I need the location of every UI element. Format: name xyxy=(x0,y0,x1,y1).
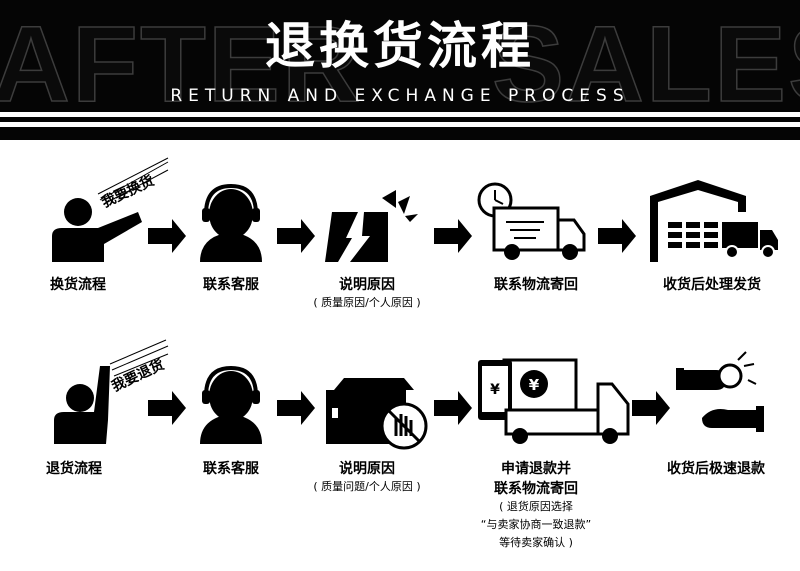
speech-bubble-exchange: 我要换货 xyxy=(99,172,157,211)
step-label-contact-service: 联系客服 xyxy=(203,461,259,477)
arrow-right-icon xyxy=(598,219,636,253)
step-label-ship-back: 联系物流寄回 xyxy=(494,481,578,497)
refund-devices-truck-icon: ¥ ¥ xyxy=(478,358,630,444)
warehouse-truck-icon xyxy=(650,180,778,262)
step-note-reason: ( 质量问题/个人原因 ) xyxy=(313,480,421,493)
headset-agent-icon xyxy=(200,365,262,444)
step-label-apply-refund: 申请退款并 xyxy=(501,461,571,477)
person-pointing-icon xyxy=(52,157,169,262)
banner-stripe xyxy=(0,112,800,117)
arrow-right-icon xyxy=(148,391,186,425)
step-note-reason: ( 质量原因/个人原因 ) xyxy=(313,296,421,309)
banner-watermark-left: AFTER xyxy=(0,3,362,124)
step-label-contact-service: 联系客服 xyxy=(203,277,259,293)
arrow-right-icon xyxy=(148,219,186,253)
step-note-negotiated-refund: “与卖家协商一致退款” xyxy=(480,518,592,531)
arrow-right-icon xyxy=(277,219,315,253)
delivery-truck-clock-icon xyxy=(477,182,586,260)
package-rejected-icon xyxy=(326,378,428,450)
arrow-right-icon xyxy=(434,391,472,425)
step-note-await-confirm: 等待卖家确认 ) xyxy=(499,536,573,549)
step-label-ship-back: 联系物流寄回 xyxy=(494,277,578,293)
step-label-return: 退货流程 xyxy=(46,461,102,477)
broken-box-icon xyxy=(325,190,418,262)
step-label-fast-refund: 收货后极速退款 xyxy=(667,461,765,477)
arrow-right-icon xyxy=(632,391,670,425)
person-raising-hand-icon xyxy=(54,339,169,444)
page-title: 退换货流程 xyxy=(265,17,535,75)
step-label-exchange: 换货流程 xyxy=(50,277,106,293)
speech-bubble-return: 我要退货 xyxy=(109,356,167,395)
currency-icon: ¥ xyxy=(490,382,500,398)
header-banner: AFTER SALES 退换货流程 RETURN AND EXCHANGE PR… xyxy=(0,0,800,140)
step-label-process-and-ship: 收货后处理发货 xyxy=(663,277,761,293)
arrow-right-icon xyxy=(277,391,315,425)
step-note-return-reason: ( 退货原因选择 xyxy=(499,500,573,513)
currency-icon: ¥ xyxy=(529,376,540,394)
banner-stripe xyxy=(0,122,800,127)
hands-coin-icon xyxy=(676,351,764,432)
step-label-explain-reason: 说明原因 xyxy=(339,277,395,293)
step-label-explain-reason: 说明原因 xyxy=(339,461,395,477)
arrow-right-icon xyxy=(434,219,472,253)
banner-watermark-right: SALES xyxy=(491,3,800,124)
headset-agent-icon xyxy=(200,183,262,262)
page-subtitle: RETURN AND EXCHANGE PROCESS xyxy=(170,86,630,106)
